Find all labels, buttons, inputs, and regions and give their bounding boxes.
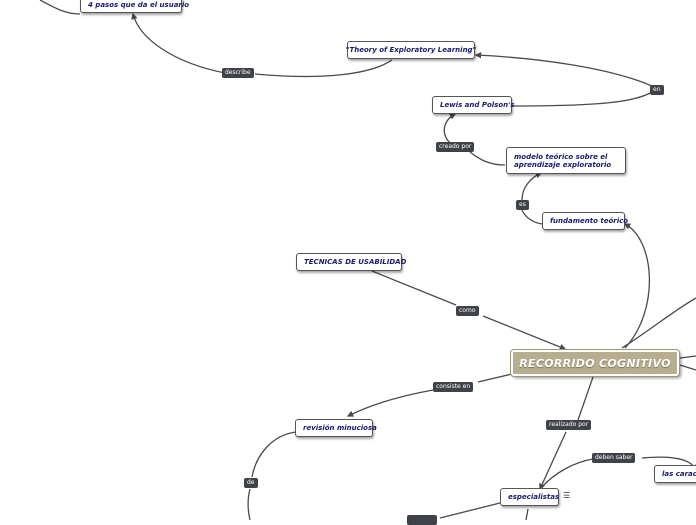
line-root-consiste	[477, 373, 513, 383]
label-deben-saber: deben saber	[592, 453, 636, 463]
node-theory[interactable]: "Theory of Exploratory Learning"	[346, 41, 476, 59]
label-es: es	[516, 200, 529, 210]
line-en-theory	[474, 51, 653, 87]
node-root[interactable]: RECORRIDO COGNITIVO	[510, 349, 680, 377]
menu-lines-icon[interactable]: ☰	[563, 491, 571, 500]
label-cut-bottom	[407, 515, 437, 525]
line-describe-pasos	[131, 12, 226, 74]
line-modelo-creado	[469, 151, 506, 166]
line-right-3	[679, 364, 696, 371]
line-es-modelo	[521, 172, 543, 201]
line-revision-de	[251, 431, 297, 478]
line-especialistas-down-left	[439, 502, 501, 519]
node-tecnicas[interactable]: TECNICAS DE USABILIDAD	[296, 253, 406, 271]
line-right-2	[679, 355, 696, 359]
line-theory-describe	[254, 59, 393, 78]
node-caracteristicas[interactable]: las caracte	[654, 465, 696, 483]
label-en: en	[650, 85, 664, 95]
label-consiste-en: consiste en	[433, 382, 474, 392]
line-root-realizado	[577, 376, 594, 421]
line-fundamento-es	[521, 209, 543, 225]
node-revision[interactable]: revisión minuciosa	[295, 419, 377, 437]
node-fundamento[interactable]: fundamento teórico	[542, 212, 628, 230]
line-lewis-en	[511, 92, 651, 107]
line-realizado-especialistas	[539, 431, 567, 491]
line-tecnicas-como	[371, 270, 457, 306]
line-especialistas-deben	[539, 458, 594, 490]
line-left-top	[39, 0, 81, 15]
label-como: como	[456, 306, 479, 316]
label-creado-por: creado por	[436, 142, 475, 152]
line-como-root	[482, 315, 567, 351]
label-de: de	[244, 478, 258, 488]
line-especialistas-down	[525, 508, 529, 520]
node-modelo[interactable]: modelo teórico sobre el aprendizaje expl…	[506, 147, 626, 174]
line-consiste-revision	[346, 389, 434, 417]
node-lewis[interactable]: Lewis and Polson's	[432, 96, 514, 114]
line-right-1	[621, 297, 696, 349]
line-de-down	[247, 488, 251, 520]
node-pasos[interactable]: 4 pasos que da el usuario	[80, 0, 189, 13]
line-root-fundamento	[623, 223, 651, 349]
node-especialistas[interactable]: especialistas	[500, 488, 559, 506]
label-realizado-por: realizado por	[546, 420, 592, 430]
label-describe: describe	[222, 68, 254, 78]
line-creado-lewis	[443, 113, 457, 144]
